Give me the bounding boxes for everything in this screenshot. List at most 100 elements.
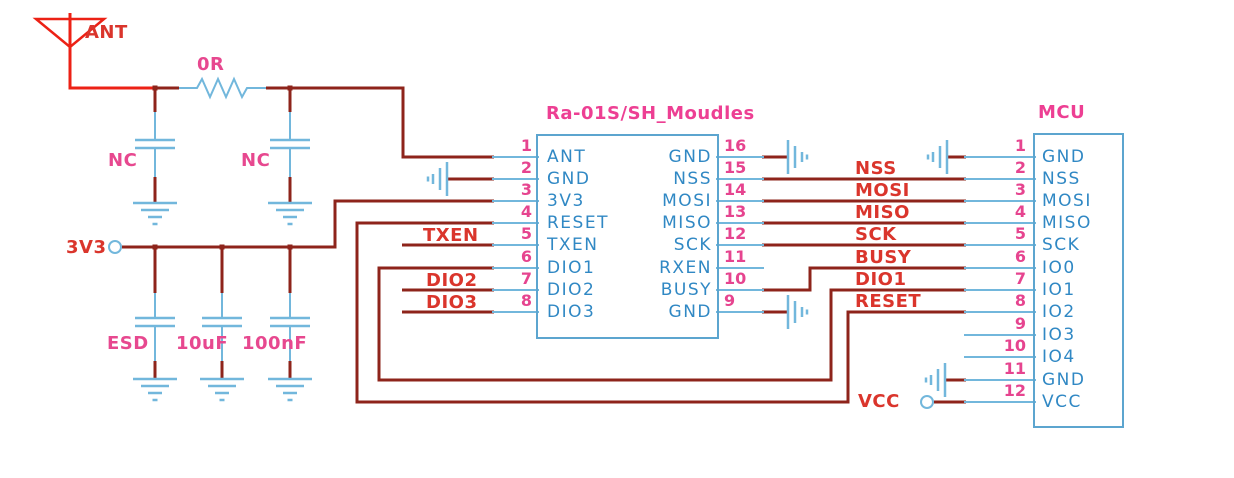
mcu-pin-10-name: IO4 xyxy=(1042,347,1076,367)
mcu-pin-11-name: GND xyxy=(1042,370,1086,390)
module-body xyxy=(536,134,719,339)
reset-net-label: RESET xyxy=(855,291,922,312)
module-pin-13-number: 13 xyxy=(724,202,747,221)
mcu-pin-3-number: 3 xyxy=(1014,180,1026,199)
mcu-pin-10-number: 10 xyxy=(1003,336,1026,355)
mcu-pin-5-name: SCK xyxy=(1042,235,1081,255)
vcc-port-label: VCC xyxy=(858,391,900,412)
antenna-icon xyxy=(32,13,156,90)
module-pin-2-name: GND xyxy=(547,169,591,189)
txen-net-label: TXEN xyxy=(423,225,479,246)
ground-icon-rotated xyxy=(426,160,449,198)
net-port-vcc-icon xyxy=(920,395,934,409)
module-pin-8-name: DIO3 xyxy=(547,302,596,322)
mcu-pin-4-name: MISO xyxy=(1042,213,1092,233)
module-pin-5-name: TXEN xyxy=(547,235,599,255)
esd-label: ESD xyxy=(107,333,149,354)
mcu-pin-2-number: 2 xyxy=(1014,158,1026,177)
cap-100nf-label: 100nF xyxy=(242,333,308,354)
ground-icon-rotated xyxy=(786,138,809,176)
mcu-pin-4-number: 4 xyxy=(1014,202,1026,221)
module-pin-5-number: 5 xyxy=(520,224,532,243)
wire-3v3 xyxy=(122,199,494,249)
mcu-body xyxy=(1033,133,1124,428)
module-pin-4-number: 4 xyxy=(520,202,532,221)
ground-icon xyxy=(131,201,179,226)
mcu-pin-8-name: IO2 xyxy=(1042,302,1076,322)
module-pin-1-name: ANT xyxy=(547,147,587,167)
mosi-net-label: MOSI xyxy=(855,180,910,201)
mcu-pin-12-name: VCC xyxy=(1042,392,1082,412)
capacitor-10uf-symbol xyxy=(202,293,242,361)
capacitor-nc1-symbol xyxy=(135,112,175,177)
module-pin-11-name: RXEN xyxy=(659,258,712,278)
module-pin-7-number: 7 xyxy=(520,269,532,288)
mcu-pin-9-name: IO3 xyxy=(1042,325,1076,345)
ground-icon-rotated xyxy=(926,138,949,176)
module-pin-12-name: SCK xyxy=(673,235,712,255)
nss-net-label: NSS xyxy=(855,158,897,179)
miso-net-label: MISO xyxy=(855,202,910,223)
cap-10uf-label: 10uF xyxy=(176,333,229,354)
module-pin-3-number: 3 xyxy=(520,180,532,199)
wire-rail-branch-bottoms xyxy=(153,361,292,379)
busy-net-label: BUSY xyxy=(855,247,912,268)
capacitor-nc2-symbol xyxy=(270,112,310,177)
dio2-net-label: DIO2 xyxy=(426,270,478,291)
wire-busy xyxy=(762,266,966,292)
module-pin-9-number: 9 xyxy=(724,291,736,310)
module-pin-12-number: 12 xyxy=(724,224,747,243)
module-pin-9-name: GND xyxy=(668,302,712,322)
module-pin-10-name: BUSY xyxy=(660,280,712,300)
component-symbols xyxy=(108,76,934,409)
wire-resistor-to-pin1 xyxy=(266,86,494,159)
nc-left-label: NC xyxy=(108,150,138,171)
mcu-pin-1-name: GND xyxy=(1042,147,1086,167)
dio3-net-label: DIO3 xyxy=(426,292,478,313)
mcu-pin-7-number: 7 xyxy=(1014,269,1026,288)
module-pin-14-name: MOSI xyxy=(662,191,712,211)
ground-icon xyxy=(266,201,314,226)
mcu-pin-11-number: 11 xyxy=(1003,359,1026,378)
ground-icon xyxy=(131,377,179,402)
ground-icon-rotated xyxy=(924,361,947,399)
module-pin-7-name: DIO2 xyxy=(547,280,596,300)
resistor-0r-symbol xyxy=(179,76,266,100)
resistor-0r-label: 0R xyxy=(197,54,225,75)
sck-net-label: SCK xyxy=(855,224,897,245)
pin-leads xyxy=(492,156,1036,403)
module-pin-8-number: 8 xyxy=(520,291,532,310)
mcu-pin-12-number: 12 xyxy=(1003,381,1026,400)
mcu-pin-8-number: 8 xyxy=(1014,291,1026,310)
junction-dots xyxy=(152,85,293,250)
module-pin-16-number: 16 xyxy=(724,136,747,155)
module-title: Ra-01S/SH_Moudles xyxy=(546,103,755,124)
nc-right-label: NC xyxy=(241,150,271,171)
module-pin-14-number: 14 xyxy=(724,180,747,199)
mcu-leads xyxy=(964,156,1036,403)
module-pin-15-name: NSS xyxy=(673,169,712,189)
wire-reset-loop xyxy=(355,221,966,404)
mcu-pin-6-name: IO0 xyxy=(1042,258,1076,278)
mcu-pin-1-number: 1 xyxy=(1014,136,1026,155)
module-left-leads xyxy=(492,156,539,313)
ant-label: ANT xyxy=(85,22,128,43)
wires xyxy=(122,86,966,404)
module-pin-10-number: 10 xyxy=(724,269,747,288)
mcu-pin-3-name: MOSI xyxy=(1042,191,1092,211)
mcu-title: MCU xyxy=(1038,102,1086,123)
module-pin-4-name: RESET xyxy=(547,213,609,233)
module-pin-6-number: 6 xyxy=(520,247,532,266)
module-pin-3-name: 3V3 xyxy=(547,191,585,211)
module-right-leads xyxy=(716,156,764,313)
module-pin-6-name: DIO1 xyxy=(547,258,596,278)
mcu-pin-6-number: 6 xyxy=(1014,247,1026,266)
module-pin-13-name: MISO xyxy=(662,213,712,233)
capacitor-100nf-symbol xyxy=(270,293,310,361)
module-pin-15-number: 15 xyxy=(724,158,747,177)
v33-port-label: 3V3 xyxy=(66,237,107,258)
module-pin-1-number: 1 xyxy=(520,136,532,155)
ground-icon xyxy=(266,377,314,402)
